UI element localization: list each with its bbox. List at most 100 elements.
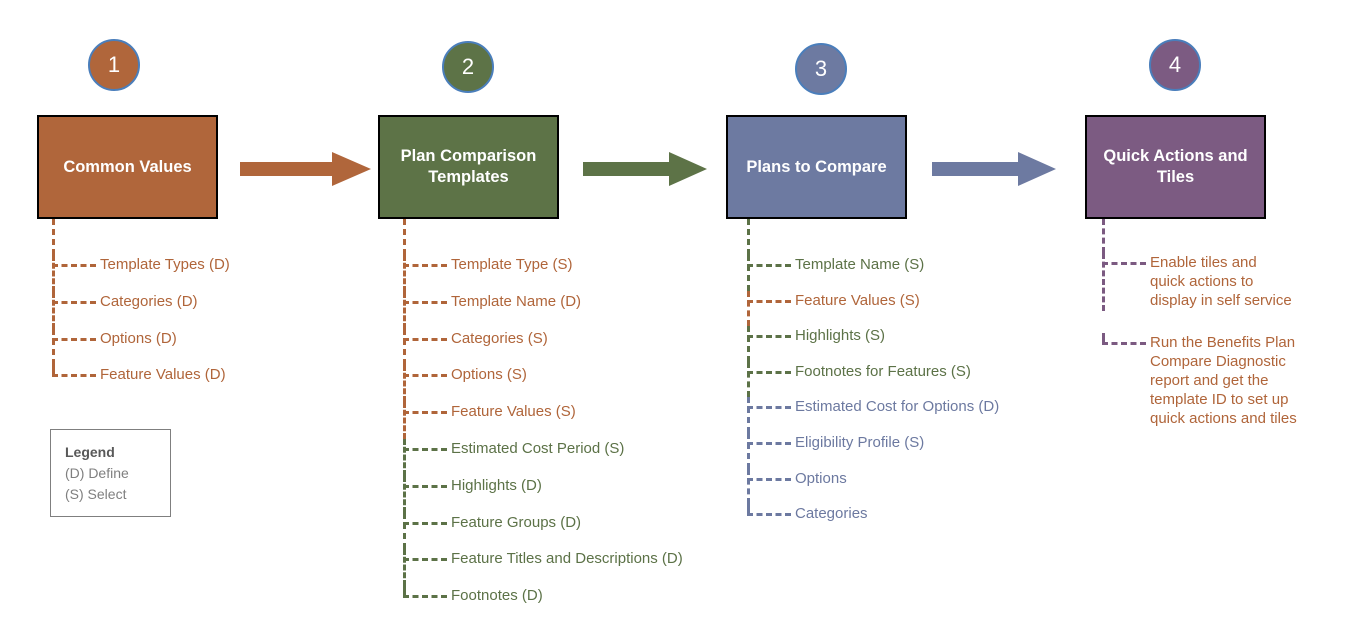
branch-item: Feature Values (S) [747, 290, 999, 327]
arrow-3-to-4 [932, 152, 1056, 186]
branch-items-2: Template Type (S) Template Name (D) Catego… [403, 219, 683, 623]
branch-item: Categories [747, 504, 999, 540]
branch-item: Feature Values (S) [403, 402, 683, 439]
step-badge-2-number: 2 [461, 54, 475, 79]
stage-box-plans-to-compare[interactable]: Plans to Compare [726, 115, 907, 219]
branch-item: Estimated Cost Period (S) [403, 438, 683, 476]
spine-lead-2 [403, 219, 406, 255]
branch-connector [403, 512, 447, 550]
branch-connector [403, 438, 447, 476]
branch-item-label: Options (S) [451, 366, 527, 384]
branch-item: Feature Groups (D) [403, 512, 683, 550]
branch-item: Estimated Cost for Options (D) [747, 397, 999, 433]
branch-item-label: Template Types (D) [100, 256, 230, 273]
step-badge-3-number: 3 [814, 56, 828, 81]
arrow-2-to-3 [583, 152, 707, 186]
branch-connector [403, 586, 447, 623]
branch-connector [747, 290, 791, 327]
branch-item-label: Feature Groups (D) [451, 513, 582, 531]
branch-item-label: Template Type (S) [451, 256, 573, 273]
branch-connector [403, 402, 447, 439]
branch-item: Run the Benefits Plan Compare Diagnostic… [1102, 332, 1297, 429]
branch-connector [403, 255, 447, 292]
spine-lead-4 [1102, 219, 1105, 253]
arrow-1-to-2 [240, 152, 371, 186]
branch-item: Feature Values (D) [52, 365, 230, 402]
branch-item: Options (D) [52, 328, 230, 366]
stage-box-common-values[interactable]: Common Values [37, 115, 218, 219]
branch-connector [52, 255, 96, 292]
branch-item: Template Type (S) [403, 255, 683, 292]
branch-connector [747, 468, 791, 505]
stage-box-quick-actions-and-tiles-title: Quick Actions and Tiles [1103, 147, 1248, 186]
branch-item-label: Feature Values (D) [100, 366, 226, 384]
branch-item-label: Categories (S) [451, 329, 548, 347]
branch-item-label: Footnotes for Features (S) [795, 362, 971, 380]
branch-connector [403, 475, 447, 513]
branch-connector [403, 549, 447, 586]
spine-lead-3 [747, 219, 750, 255]
branch-connector [747, 361, 791, 398]
branch-connector [52, 291, 96, 329]
branch-item: Eligibility Profile (S) [747, 432, 999, 469]
branch-connector [747, 326, 791, 362]
step-badge-2: 2 [442, 41, 494, 93]
step-badge-1: 1 [88, 39, 140, 91]
branch-item: Categories (S) [403, 328, 683, 366]
spine-lead-1 [52, 219, 55, 255]
branch-connector [1102, 253, 1146, 311]
branch-item: Template Name (S) [747, 255, 999, 291]
branch-items-3: Template Name (S) Feature Values (S) Highl… [747, 219, 999, 540]
branch-item: Template Types (D) [52, 255, 230, 292]
branch-connector [747, 255, 791, 291]
branch-items-4: Enable tiles and quick actions to displa… [1102, 219, 1297, 429]
branch-item-label: Eligibility Profile (S) [795, 433, 925, 451]
branch-item-label: Categories [795, 505, 868, 523]
branch-item: Footnotes (D) [403, 586, 683, 623]
branch-item: Options [747, 468, 999, 505]
branch-connector [403, 291, 447, 329]
stage-box-plans-to-compare-title: Plans to Compare [746, 157, 887, 176]
branch-connector [747, 504, 791, 540]
branch-item-label: Template Name (D) [451, 292, 582, 310]
branch-item-label: Feature Values (S) [795, 291, 920, 309]
branch-item: Enable tiles and quick actions to displa… [1102, 253, 1297, 333]
step-badge-3: 3 [795, 43, 847, 95]
branch-item: Categories (D) [52, 291, 230, 329]
branch-list-common-values: Template Types (D) Categories (D) Options … [52, 219, 230, 402]
branch-list-quick-actions-and-tiles: Enable tiles and quick actions to displa… [1102, 219, 1297, 429]
branch-item: Template Name (D) [403, 291, 683, 329]
branch-item-label: Highlights (D) [451, 476, 542, 494]
stage-box-quick-actions-and-tiles[interactable]: Quick Actions and Tiles [1085, 115, 1266, 219]
branch-list-plans-to-compare: Template Name (S) Feature Values (S) Highl… [747, 219, 999, 540]
branch-connector [747, 397, 791, 433]
stage-box-plan-comparison-templates[interactable]: Plan Comparison Templates [378, 115, 559, 219]
branch-item-label: Options (D) [100, 329, 177, 347]
branch-connector [52, 365, 96, 402]
arrow-3-to-4-icon [932, 152, 1056, 186]
branch-connector [403, 328, 447, 366]
branch-connector [1102, 332, 1146, 429]
branch-item: Footnotes for Features (S) [747, 361, 999, 398]
branch-item-label: Run the Benefits Plan Compare Diagnostic… [1150, 333, 1297, 428]
legend-line-define: (D) Define [65, 465, 129, 482]
arrow-1-to-2-icon [240, 152, 371, 186]
branch-item-label: Options [795, 469, 847, 487]
branch-item-label: Categories (D) [100, 292, 198, 310]
branch-item-label: Enable tiles and quick actions to displa… [1150, 254, 1292, 310]
branch-item-label: Template Name (S) [795, 256, 925, 273]
branch-item: Options (S) [403, 365, 683, 402]
branch-connector [403, 365, 447, 402]
legend-line-select: (S) Select [65, 485, 127, 502]
stage-box-plan-comparison-templates-title: Plan Comparison Templates [400, 147, 537, 186]
branch-list-plan-comparison-templates: Template Type (S) Template Name (D) Catego… [403, 219, 683, 623]
branch-item: Feature Titles and Descriptions (D) [403, 549, 683, 586]
branch-item-label: Highlights (S) [795, 327, 886, 345]
branch-item-label: Estimated Cost Period (S) [451, 439, 625, 457]
arrow-2-to-3-icon [583, 152, 707, 186]
branch-connector [52, 328, 96, 366]
step-badge-1-number: 1 [107, 52, 121, 77]
branch-item-label: Feature Values (S) [451, 403, 576, 421]
legend-title: Legend [65, 444, 115, 460]
